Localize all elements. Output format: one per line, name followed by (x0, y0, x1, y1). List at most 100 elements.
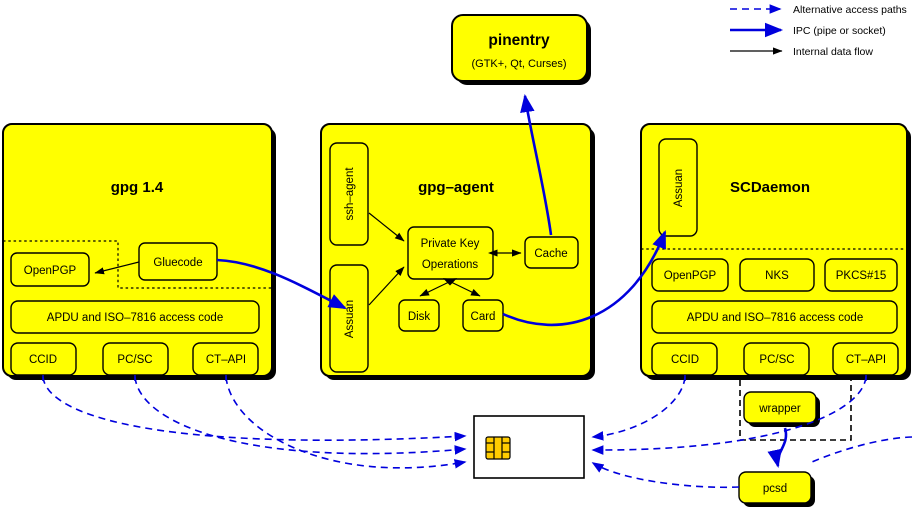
wrapper-rect (743, 391, 817, 424)
card-label: Card (471, 311, 496, 323)
smartcard[interactable] (473, 415, 585, 479)
card-rect (462, 299, 504, 332)
private-key-rect (407, 226, 494, 280)
chip-body (485, 436, 511, 460)
ipc-gpg-agent-to-scdaemon-assuan (502, 230, 667, 327)
legend-label-alt: Alternative access paths (793, 4, 907, 16)
ssh-agent-rect (329, 142, 369, 246)
alt-gpg-pcsc-to-card (134, 376, 467, 455)
scdaemon-driver-ctapi[interactable]: CT–API (832, 342, 899, 376)
gpg-openpgp-label: OpenPGP (24, 265, 77, 277)
disk-rect (398, 299, 440, 332)
pinentry-box[interactable]: pinentry (GTK+, Qt, Curses) (451, 14, 591, 85)
gpg-agent-ssh-agent-box[interactable]: ssh–agent (329, 142, 369, 246)
gpg-apdu-rect (10, 300, 260, 334)
scdaemon-driver-ccid[interactable]: CCID (651, 342, 718, 376)
alt-right-edge-connector (811, 436, 913, 463)
scdaemon-openpgp-rect (651, 258, 729, 292)
private-key-label-line1: Private Key (421, 238, 480, 250)
scdaemon-nks-label: NKS (765, 270, 789, 282)
gpg-openpgp-rect (10, 252, 90, 287)
gpg-agent-title: gpg–agent (418, 179, 494, 196)
scdaemon-nks-rect (739, 258, 815, 292)
gluecode-label: Gluecode (153, 257, 202, 269)
scdaemon-apdu-rect (651, 300, 898, 334)
gpg-dotted-region (3, 240, 272, 289)
wrapper-group[interactable]: wrapper (739, 380, 852, 441)
scdaemon-app-pkcs15[interactable]: PKCS#15 (824, 258, 898, 292)
cache-label: Cache (534, 248, 567, 260)
gpg-pcsc-label: PC/SC (117, 354, 152, 366)
alt-gpg-ctapi-to-card (225, 376, 467, 469)
gpg-gluecode-box[interactable]: Gluecode (138, 242, 218, 281)
pcsd-group[interactable]: pcsd (738, 471, 815, 507)
scdaemon-panel[interactable]: SCDaemon Assuan OpenPGP NKS PKCS#15 APDU… (640, 123, 911, 380)
scdaemon-app-openpgp[interactable]: OpenPGP (651, 258, 729, 292)
scdaemon-pcsc-label: PC/SC (759, 354, 794, 366)
scdaemon-assuan-label: Assuan (673, 169, 685, 207)
scdaemon-ctapi-label: CT–API (846, 354, 886, 366)
scdaemon-pkcs15-label: PKCS#15 (836, 270, 887, 282)
smartcard-chip-icon (485, 436, 511, 460)
gpg-driver-pcsc[interactable]: PC/SC (102, 342, 169, 376)
gpg-agent-panel[interactable]: gpg–agent ssh–agent Assuan Private Key O… (320, 123, 595, 380)
scdaemon-assuan-box[interactable]: Assuan (658, 138, 698, 237)
flow-ssh-agent-to-pkops (368, 212, 405, 242)
pcsd-label: pcsd (763, 483, 787, 495)
gpg-ccid-label: CCID (29, 354, 57, 366)
pinentry-rect (451, 14, 588, 82)
gpg-ctapi-label: CT–API (206, 354, 246, 366)
gpg-driver-ccid[interactable]: CCID (10, 342, 77, 376)
scdaemon-pcsc-rect (743, 342, 810, 376)
flow-assuan-to-pkops (368, 266, 405, 306)
ipc-wrapper-to-pcsd (767, 427, 788, 469)
legend-item-alternative-access-paths: Alternative access paths (730, 4, 907, 16)
legend: Alternative access paths IPC (pipe or so… (730, 4, 907, 58)
flow-gluecode-to-openpgp (94, 261, 140, 275)
scdaemon-pkcs15-rect (824, 258, 898, 292)
gpg-panel[interactable]: gpg 1.4 Gluecode OpenPGP APDU and ISO–78… (2, 123, 276, 380)
alt-scdaemon-ccid-to-card (591, 376, 686, 441)
legend-item-internal-data-flow: Internal data flow (730, 46, 873, 58)
gpg-apdu-label: APDU and ISO–7816 access code (47, 312, 223, 324)
gluecode-rect (138, 242, 218, 281)
cache-box[interactable]: Cache (524, 236, 579, 269)
gpg-apdu-box[interactable]: APDU and ISO–7816 access code (10, 300, 260, 334)
wrapper-label: wrapper (758, 403, 801, 415)
legend-label-ipc: IPC (pipe or socket) (793, 25, 886, 37)
pinentry-title: pinentry (488, 32, 550, 49)
pinentry-subtitle: (GTK+, Qt, Curses) (471, 58, 566, 70)
scdaemon-app-nks[interactable]: NKS (739, 258, 815, 292)
private-key-label-line2: Operations (422, 259, 479, 271)
legend-item-ipc: IPC (pipe or socket) (730, 22, 886, 38)
scdaemon-title: SCDaemon (730, 179, 810, 196)
scdaemon-ccid-label: CCID (671, 354, 699, 366)
scdaemon-driver-pcsc[interactable]: PC/SC (743, 342, 810, 376)
scdaemon-apdu-box[interactable]: APDU and ISO–7816 access code (651, 300, 898, 334)
card-box[interactable]: Card (462, 299, 504, 332)
alt-scdaemon-ctapi-to-card (591, 376, 867, 455)
scdaemon-apdu-label: APDU and ISO–7816 access code (687, 312, 863, 324)
disk-label: Disk (408, 311, 431, 323)
private-key-operations-box[interactable]: Private Key Operations (407, 226, 494, 280)
ipc-cache-to-pinentry (520, 93, 553, 236)
legend-label-flow: Internal data flow (793, 46, 873, 58)
gpg-agent-assuan-label: Assuan (344, 300, 356, 338)
gpg-agent-assuan-box[interactable]: Assuan (329, 264, 369, 373)
gpg-driver-ctapi[interactable]: CT–API (192, 342, 259, 376)
gpg-agent-assuan-rect (329, 264, 369, 373)
flow-pkops-card (442, 278, 481, 297)
wrapper-dashed-region (739, 380, 852, 441)
gpg-panel-rect (2, 123, 273, 377)
alt-pcsd-to-card (591, 462, 740, 489)
disk-box[interactable]: Disk (398, 299, 440, 332)
ssh-agent-label: ssh–agent (344, 167, 356, 221)
alt-gpg-ccid-to-card (42, 376, 467, 442)
scdaemon-openpgp-label: OpenPGP (664, 270, 717, 282)
gpg-panel-title: gpg 1.4 (111, 179, 164, 196)
cache-rect (524, 236, 579, 269)
ipc-gluecode-to-gpg-agent-assuan (216, 258, 347, 310)
gpg-openpgp-box[interactable]: OpenPGP (10, 252, 90, 287)
